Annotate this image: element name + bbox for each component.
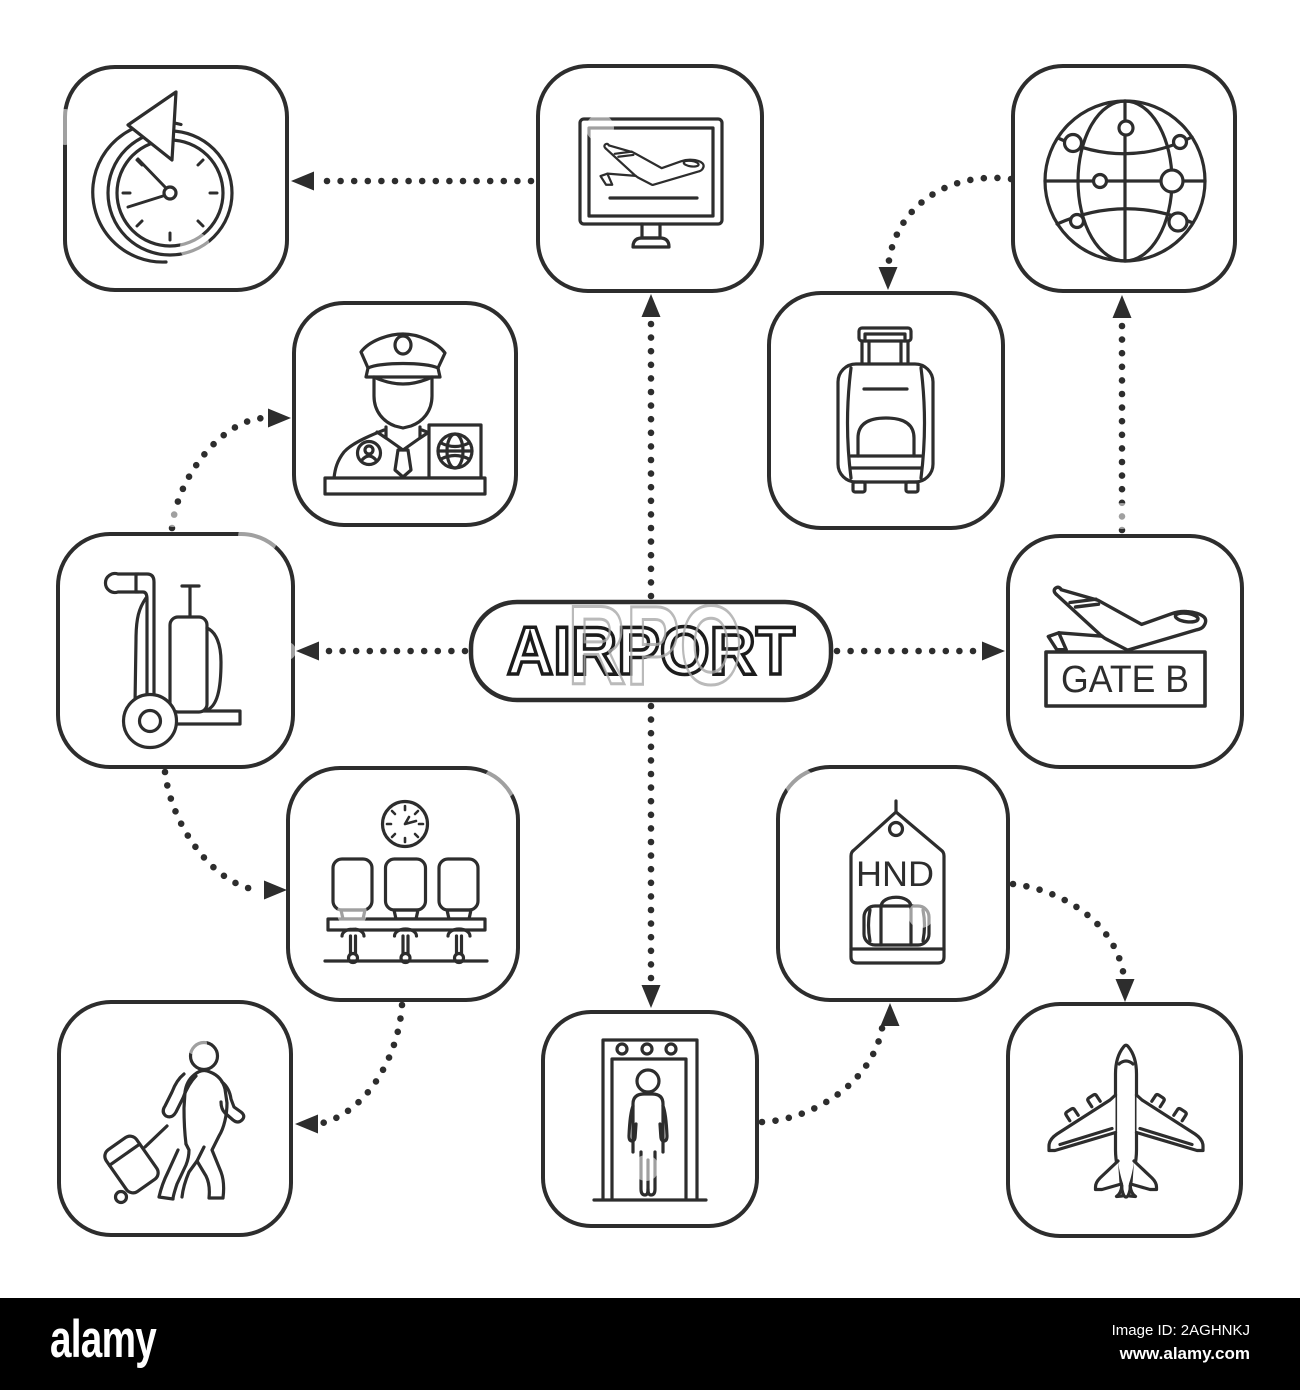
svg-text:AIRPORT: AIRPORT [507, 613, 795, 689]
svg-text:RPO: RPO [568, 583, 743, 708]
svg-text:HND: HND [856, 855, 934, 894]
svg-text:GATE B: GATE B [1061, 659, 1189, 701]
